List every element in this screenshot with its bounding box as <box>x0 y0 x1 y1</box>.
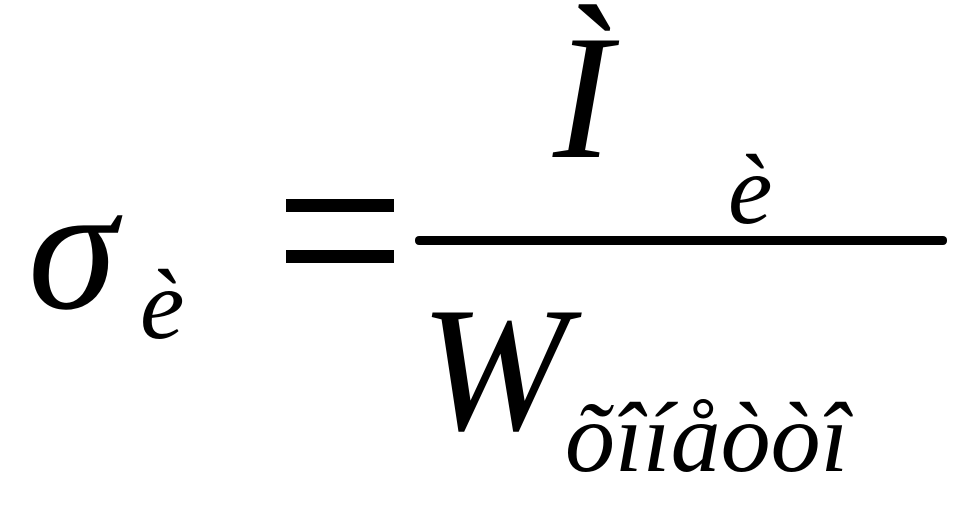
denominator-symbol: W <box>420 270 569 468</box>
equals-sign-bottom-bar <box>286 250 394 263</box>
numerator-symbol: Ì <box>553 0 613 196</box>
equals-sign-top-bar <box>286 199 394 212</box>
lhs-symbol: σ <box>28 148 117 347</box>
fraction-bar <box>415 236 947 245</box>
denominator-subscript: õîíåòòî <box>565 382 849 493</box>
lhs-subscript: è <box>140 249 185 360</box>
numerator-subscript: è <box>728 134 773 245</box>
